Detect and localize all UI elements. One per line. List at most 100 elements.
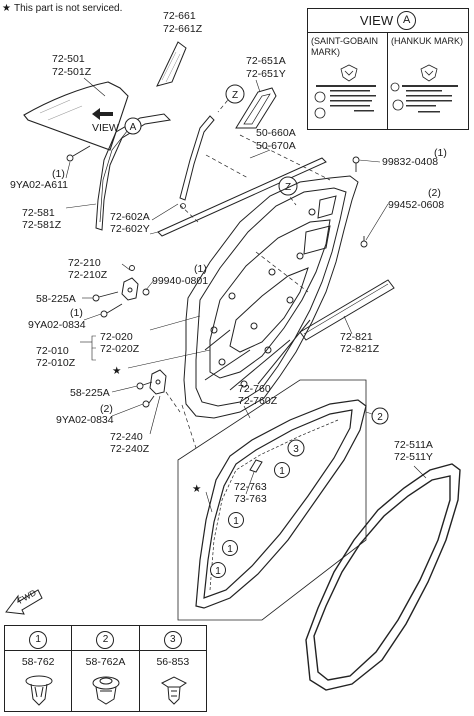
view-a-circle[interactable] <box>124 117 142 135</box>
label-72-020z: 72-020Z <box>100 343 140 355</box>
view-a-letter: A <box>130 122 137 133</box>
lower-weatherstrip[interactable] <box>299 279 395 341</box>
label-72-501z: 72-501Z <box>52 66 92 78</box>
star-marker-2: ★ <box>192 483 202 495</box>
hankuk-header: (HANKUK MARK) <box>391 36 464 46</box>
label-9ya02-0834-upper: 9YA02-0834 <box>28 319 86 331</box>
callout-circle-2[interactable] <box>371 407 389 425</box>
rear-sash-channel[interactable] <box>179 115 215 209</box>
label-72-020: 72-020 <box>100 331 133 343</box>
label-72-760: 72-760 <box>238 383 271 395</box>
clip-56-853-icon <box>160 676 187 705</box>
bolts[interactable] <box>66 145 368 408</box>
label-72-210z: 72-210Z <box>68 269 108 281</box>
label-72-240: 72-240 <box>110 431 143 443</box>
label-72-651y: 72-651Y <box>246 68 286 80</box>
callout-circle-1c[interactable] <box>222 540 238 556</box>
label-72-240z: 72-240Z <box>110 443 150 455</box>
label-72-602y: 72-602Y <box>110 223 150 235</box>
hankuk-column: (HANKUK MARK) <box>388 33 468 129</box>
callout-circle-1b[interactable] <box>228 512 244 528</box>
qty-99832-0408: (1) <box>434 147 447 159</box>
leader <box>83 77 106 97</box>
label-72-501: 72-501 <box>52 53 85 65</box>
service-note: ★ This part is not serviced. <box>2 3 122 14</box>
trim-piece-72-763[interactable] <box>249 459 263 473</box>
upper-hinge[interactable] <box>121 277 139 301</box>
clip-cell-1[interactable]: 1 58-762 <box>5 626 73 711</box>
callout-number: 1 <box>233 516 239 527</box>
label-58-225a-upper: 58-225A <box>36 293 76 305</box>
qty-99452-0608: (2) <box>428 187 441 199</box>
clip-head <box>72 626 139 651</box>
view-a-box: VIEW A (SAINT-GOBAIN MARK) (HANKUK MARK) <box>307 8 469 130</box>
callout-circle-3[interactable] <box>287 439 305 457</box>
label-72-210: 72-210 <box>68 257 101 269</box>
clip-number: 1 <box>29 631 48 649</box>
clip-58-762-icon <box>25 675 53 706</box>
label-72-010z: 72-010Z <box>36 357 76 369</box>
clip-head <box>139 626 206 651</box>
label-72-651a: 72-651A <box>246 55 286 67</box>
label-99940-0801: 99940-0801 <box>152 275 208 287</box>
saint-gobain-column: (SAINT-GOBAIN MARK) <box>308 33 388 129</box>
clip-cell-3[interactable]: 3 56-853 <box>139 626 206 711</box>
leader-lines <box>65 79 427 513</box>
z-detail-marker-1[interactable] <box>225 84 245 104</box>
qty-9ya02-0834-lower: (2) <box>100 403 113 415</box>
label-72-602a: 72-602A <box>110 211 150 223</box>
label-9ya02-0834-lower: 9YA02-0834 <box>56 414 114 426</box>
label-72-581z: 72-581Z <box>22 219 62 231</box>
service-note-text: This part is not serviced. <box>13 3 123 14</box>
forward-arrow-icon <box>5 589 43 615</box>
callout-circle-1d[interactable] <box>210 562 226 578</box>
z-detail-marker-2[interactable] <box>278 176 298 196</box>
label-50-670a: 50-670A <box>256 140 296 152</box>
lower-hinge[interactable] <box>149 369 167 395</box>
label-72-821z: 72-821Z <box>340 343 380 355</box>
z-marker-label: Z <box>232 90 238 101</box>
outer-weatherstrip[interactable] <box>305 463 461 691</box>
label-50-660a: 50-660A <box>256 127 296 139</box>
view-title-text: VIEW <box>359 13 394 28</box>
label-73-763: 73-763 <box>234 493 267 505</box>
callout-number: 3 <box>293 444 299 455</box>
view-a-label: VIEW <box>92 122 119 134</box>
hankuk-glass-mark <box>390 64 458 113</box>
label-58-225a-lower: 58-225A <box>70 387 110 399</box>
view-a-box-title: VIEW A <box>308 9 468 33</box>
door-glass[interactable] <box>23 81 129 151</box>
weatherstrip-dashes <box>209 419 339 591</box>
clip-part-number: 58-762 <box>21 656 55 668</box>
star-marker: ★ <box>112 365 122 377</box>
label-72-581: 72-581 <box>22 207 55 219</box>
label-72-661: 72-661 <box>163 10 196 22</box>
clip-number: 2 <box>96 631 115 649</box>
callout-circle-1a[interactable] <box>274 462 290 478</box>
glass-run-channel[interactable] <box>95 113 172 231</box>
label-99452-0608: 99452-0608 <box>388 199 444 211</box>
qty-9ya02-a611: (1) <box>52 168 65 180</box>
inner-weatherstrip[interactable] <box>195 399 367 609</box>
label-72-821: 72-821 <box>340 331 373 343</box>
callout-number: 1 <box>215 566 221 577</box>
label-72-511y: 72-511Y <box>394 451 433 463</box>
detail-frame <box>177 379 367 621</box>
clip-part-number: 58-762A <box>85 656 126 668</box>
qty-9ya02-0834-upper: (1) <box>70 307 83 319</box>
label-72-010: 72-010 <box>36 345 69 357</box>
belt-moulding[interactable] <box>157 157 327 237</box>
clip-reference-table: 1 58-762 2 58-762A 3 56-853 <box>4 625 207 712</box>
label-72-760z: 72-760Z <box>238 395 278 407</box>
label-72-763: 72-763 <box>234 481 267 493</box>
clip-58-762a-icon <box>92 676 120 705</box>
clip-number: 3 <box>163 631 182 649</box>
clip-cell-2[interactable]: 2 58-762A <box>72 626 140 711</box>
door-panel[interactable] <box>183 175 359 419</box>
quarter-glass[interactable] <box>156 41 187 87</box>
corner-seal[interactable] <box>235 87 277 129</box>
callout-number: 2 <box>377 412 383 423</box>
label-72-511a: 72-511A <box>394 439 433 451</box>
callout-number: 1 <box>227 544 233 555</box>
